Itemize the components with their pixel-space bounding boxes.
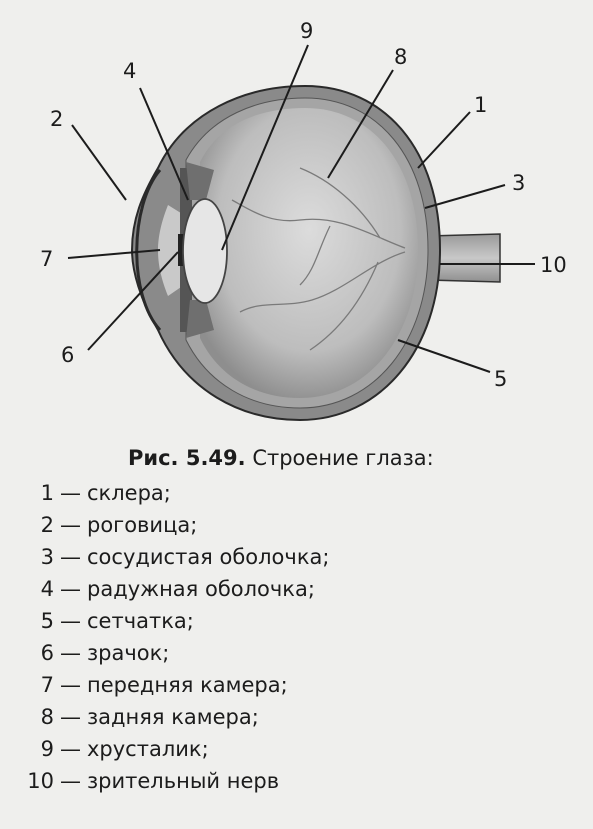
- legend-item: 9—хрусталик;: [14, 734, 209, 764]
- label-7: 7: [40, 247, 53, 271]
- legend-item: 7—передняя камера;: [14, 670, 288, 700]
- leader-lines: [67, 44, 535, 373]
- legend-number: 9: [40, 737, 54, 761]
- legend-item: 1—склера;: [14, 478, 171, 508]
- legend-dash: —: [60, 641, 81, 665]
- label-1: 1: [474, 93, 487, 117]
- legend-number: 6: [40, 641, 54, 665]
- retina-vessels: [231, 167, 406, 351]
- label-9: 9: [300, 19, 313, 43]
- legend-item: 6—зрачок;: [14, 638, 170, 668]
- lens: [182, 198, 228, 304]
- label-5: 5: [494, 367, 507, 391]
- legend-dash: —: [60, 513, 81, 537]
- legend-item: 8—задняя камера;: [14, 702, 259, 732]
- legend-dash: —: [60, 769, 81, 793]
- figure-number: Рис. 5.49.: [128, 446, 246, 470]
- legend-number: 2: [40, 513, 54, 537]
- label-8: 8: [394, 45, 407, 69]
- legend-text: хрусталик;: [87, 737, 209, 761]
- legend-number: 3: [40, 545, 54, 569]
- legend-dash: —: [60, 481, 81, 505]
- legend-text: передняя камера;: [87, 673, 288, 697]
- legend-text: задняя камера;: [87, 705, 259, 729]
- legend-dash: —: [60, 545, 81, 569]
- legend-dash: —: [60, 609, 81, 633]
- ciliary-body-upper: [186, 162, 214, 200]
- legend-dash: —: [60, 577, 81, 601]
- eye-structure-diagram: 1 2 3 4 5 6 7 8 9 10: [40, 19, 567, 422]
- legend-text: радужная оболочка;: [87, 577, 315, 601]
- legend-text: сосудистая оболочка;: [87, 545, 330, 569]
- anterior-chamber: [158, 205, 184, 296]
- label-4: 4: [123, 59, 136, 83]
- legend-number: 8: [40, 705, 54, 729]
- label-6: 6: [61, 343, 74, 367]
- legend-number: 5: [40, 609, 54, 633]
- legend-number: 10: [27, 769, 54, 793]
- legend-text: сетчатка;: [87, 609, 194, 633]
- legend-text: зрительный нерв: [87, 769, 280, 793]
- legend-text: склера;: [87, 481, 171, 505]
- legend-text: роговица;: [87, 513, 198, 537]
- legend-number: 1: [40, 481, 54, 505]
- legend-item: 3—сосудистая оболочка;: [14, 542, 330, 572]
- legend-item: 5—сетчатка;: [14, 606, 194, 636]
- legend-text: зрачок;: [87, 641, 170, 665]
- figure-title: Строение глаза:: [252, 446, 434, 470]
- legend-dash: —: [60, 705, 81, 729]
- label-10: 10: [540, 253, 567, 277]
- legend-item: 10—зрительный нерв: [14, 766, 279, 796]
- figure-caption: Рис. 5.49. Строение глаза:: [128, 446, 434, 470]
- legend-item: 4—радужная оболочка;: [14, 574, 315, 604]
- label-2: 2: [50, 107, 63, 131]
- label-3: 3: [512, 171, 525, 195]
- legend-number: 7: [40, 673, 54, 697]
- cornea: [135, 169, 162, 332]
- posterior-chamber: [200, 108, 418, 398]
- ciliary-body-lower: [186, 300, 214, 338]
- legend-dash: —: [60, 673, 81, 697]
- legend-item: 2—роговица;: [14, 510, 198, 540]
- legend-number: 4: [40, 577, 54, 601]
- legend-dash: —: [60, 737, 81, 761]
